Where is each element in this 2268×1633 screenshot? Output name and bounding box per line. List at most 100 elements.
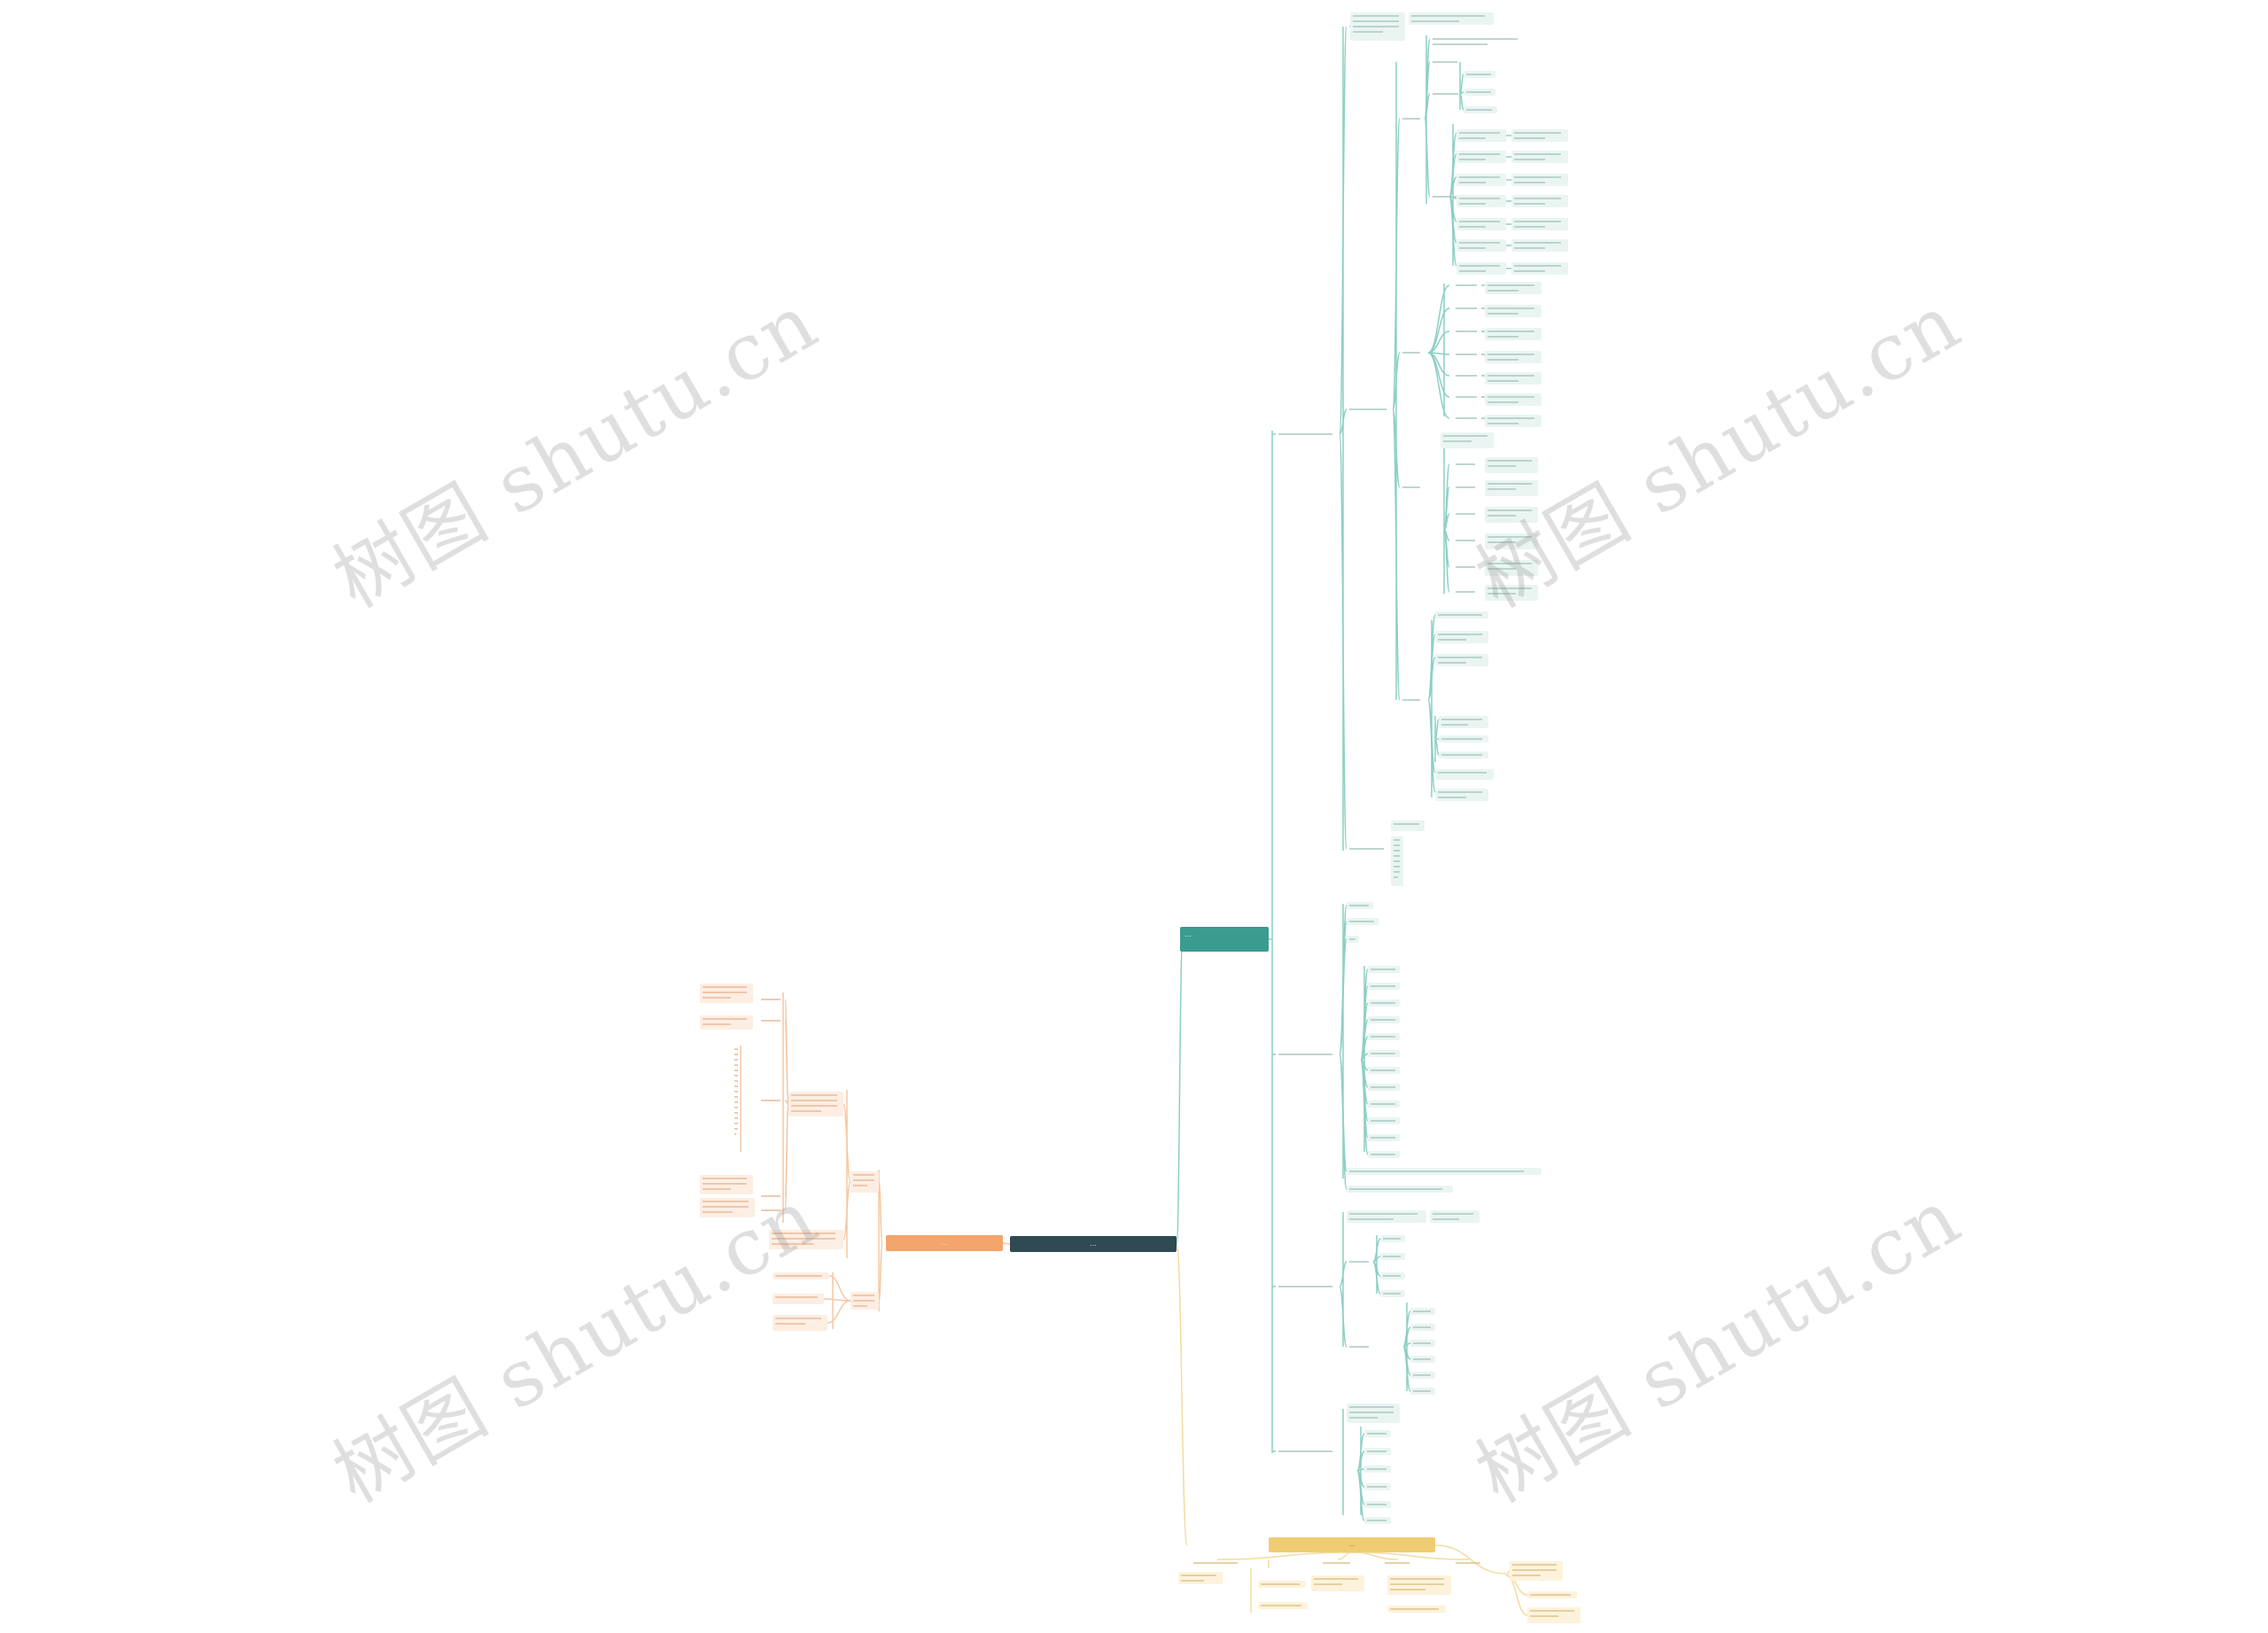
mindmap-node[interactable] [1387, 1575, 1451, 1595]
mindmap-node[interactable] [1347, 936, 1359, 943]
mindmap-node[interactable] [1511, 151, 1568, 163]
mindmap-node[interactable] [1368, 1117, 1400, 1124]
mindmap-node[interactable] [1485, 480, 1538, 496]
mindmap-node[interactable] [1347, 1168, 1542, 1175]
mindmap-node[interactable] [1511, 129, 1568, 142]
mindmap-node[interactable] [700, 1175, 753, 1194]
mindmap-node[interactable] [1441, 432, 1494, 448]
mindmap-node[interactable] [1410, 1308, 1435, 1315]
mindmap-node[interactable] [1485, 393, 1542, 406]
mindmap-node[interactable] [1453, 282, 1481, 289]
mindmap-node[interactable] [1485, 507, 1538, 523]
mindmap-node[interactable] [1430, 35, 1527, 48]
mindmap-node[interactable] [1410, 1356, 1435, 1363]
mindmap-node[interactable] [758, 1207, 785, 1214]
mindmap-node[interactable] [1364, 1448, 1391, 1455]
mindmap-node[interactable] [1511, 239, 1568, 252]
mindmap-node[interactable] [773, 1272, 829, 1279]
mindmap-node[interactable] [1320, 1559, 1355, 1567]
mindmap-node[interactable] [700, 984, 753, 1003]
mindmap-node[interactable] [758, 1097, 785, 1104]
mindmap-node[interactable] [1456, 129, 1506, 142]
mindmap-node[interactable] [1350, 12, 1405, 41]
mindmap-node[interactable] [1511, 218, 1568, 230]
mindmap-node[interactable] [1347, 1258, 1373, 1265]
mindmap-node[interactable] [1276, 1283, 1340, 1290]
mindmap-node[interactable] [1453, 588, 1480, 595]
mindmap-node[interactable] [1409, 12, 1494, 25]
mindmap-node[interactable] [1387, 1606, 1446, 1613]
mindmap-node[interactable] [1391, 836, 1403, 886]
mindmap-node[interactable] [1511, 195, 1568, 207]
mindmap-node[interactable] [1485, 533, 1538, 549]
mindmap-node[interactable] [700, 1015, 753, 1030]
mindmap-node[interactable] [1410, 1388, 1435, 1395]
mindmap-node[interactable] [1435, 631, 1488, 643]
mindmap-node[interactable] [1456, 262, 1506, 275]
mindmap-node[interactable] [1453, 372, 1481, 379]
mindmap-node[interactable] [1453, 305, 1481, 312]
mindmap-node[interactable] [1382, 1559, 1414, 1567]
mindmap-node[interactable] [1400, 696, 1425, 704]
mindmap-node[interactable] [1347, 1343, 1373, 1350]
mindmap-node[interactable] [1453, 564, 1480, 571]
mindmap-node[interactable] [1368, 1151, 1400, 1158]
mindmap-node[interactable] [1368, 983, 1400, 990]
mindmap-node[interactable] [850, 1292, 879, 1310]
mindmap-node[interactable] [1364, 1483, 1391, 1490]
mindmap-node[interactable] [1400, 349, 1425, 356]
mindmap-node[interactable] [1464, 106, 1497, 113]
main-branch-teal[interactable]: … [1180, 927, 1269, 952]
mindmap-node[interactable] [1464, 89, 1495, 96]
mindmap-node[interactable] [769, 1230, 843, 1249]
mindmap-node[interactable] [1453, 393, 1481, 400]
mindmap-node[interactable] [1347, 902, 1373, 909]
mindmap-node[interactable] [1527, 1607, 1581, 1623]
mindmap-node[interactable] [1456, 151, 1506, 163]
mindmap-node[interactable] [1258, 1581, 1306, 1588]
mindmap-node[interactable] [1410, 1340, 1435, 1347]
mindmap-node[interactable] [1410, 1324, 1435, 1331]
mindmap-node[interactable] [1276, 1448, 1340, 1455]
mindmap-node[interactable] [1410, 1372, 1435, 1379]
mindmap-node[interactable] [1527, 1591, 1577, 1598]
mindmap-node[interactable] [1368, 1016, 1400, 1023]
mindmap-node[interactable] [1430, 90, 1464, 97]
mindmap-node[interactable] [1400, 484, 1425, 491]
mindmap-node[interactable] [1400, 115, 1425, 122]
mindmap-node[interactable] [1347, 1210, 1426, 1223]
mindmap-node[interactable] [788, 1092, 843, 1116]
mindmap-node[interactable] [1453, 461, 1480, 468]
mindmap-node[interactable] [1510, 1561, 1563, 1581]
mindmap-node[interactable] [1364, 1517, 1391, 1524]
mindmap-node[interactable] [1453, 484, 1480, 491]
mindmap-node[interactable] [1456, 239, 1506, 252]
mindmap-node[interactable] [1364, 1430, 1391, 1437]
mindmap-node[interactable] [1439, 751, 1488, 758]
mindmap-node[interactable] [1258, 1602, 1308, 1609]
mindmap-node[interactable] [1485, 457, 1538, 473]
mindmap-node[interactable] [1453, 537, 1480, 544]
mindmap-node[interactable] [1485, 372, 1542, 385]
mindmap-node[interactable] [1485, 351, 1542, 363]
mindmap-node[interactable] [1511, 174, 1568, 186]
mindmap-node[interactable] [1453, 1559, 1485, 1567]
mindmap-node[interactable] [1347, 1186, 1453, 1193]
mindmap-node[interactable] [1178, 1572, 1223, 1584]
mindmap-node[interactable] [732, 1046, 741, 1152]
mindmap-node[interactable] [1464, 71, 1495, 78]
mindmap-node[interactable] [1364, 1466, 1391, 1473]
mindmap-node[interactable] [1435, 769, 1494, 780]
mindmap-node[interactable] [1439, 735, 1488, 743]
mindmap-node[interactable] [1368, 1067, 1400, 1074]
mindmap-node[interactable] [1380, 1253, 1405, 1260]
mindmap-node[interactable] [1430, 58, 1462, 66]
mindmap-node[interactable] [1368, 1134, 1400, 1141]
mindmap-node[interactable] [1485, 415, 1542, 427]
mindmap-node[interactable] [773, 1294, 824, 1304]
mindmap-node[interactable] [1368, 1084, 1400, 1091]
mindmap-node[interactable] [1368, 1100, 1400, 1108]
main-branch-orange[interactable]: … [886, 1235, 1003, 1251]
mindmap-node[interactable] [758, 1193, 785, 1200]
mindmap-node[interactable] [1430, 193, 1462, 200]
